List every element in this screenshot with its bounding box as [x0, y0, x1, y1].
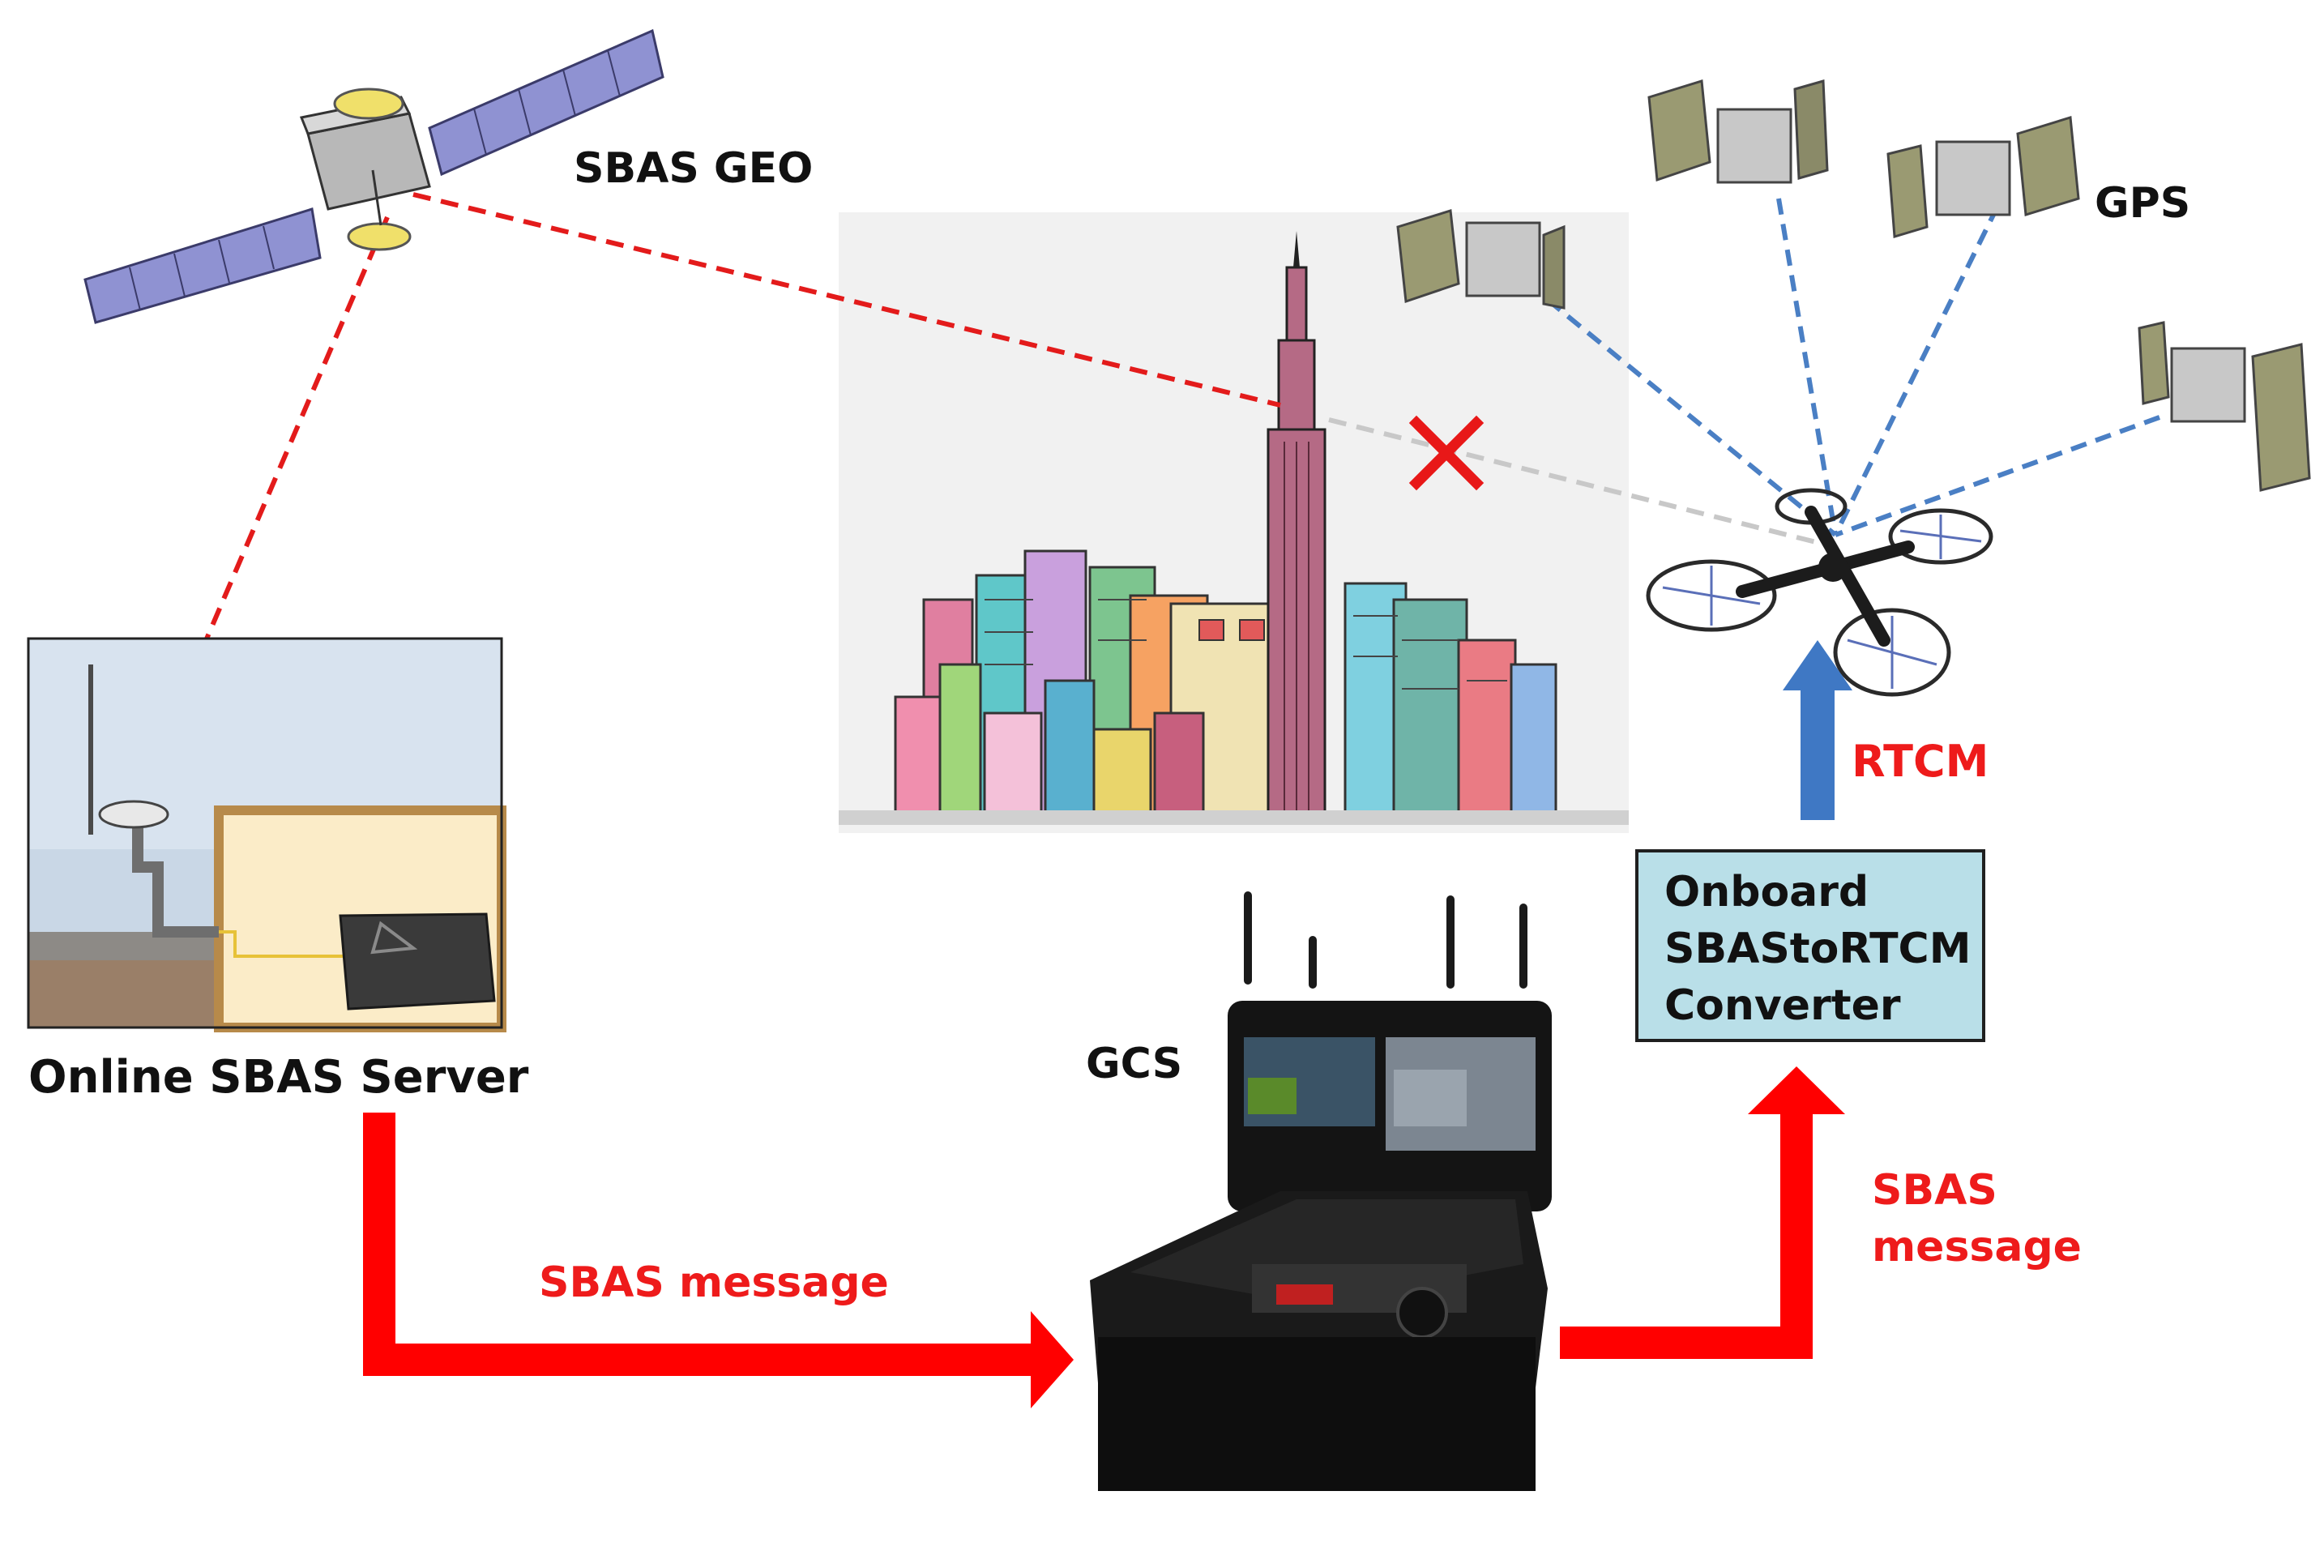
rtcm-label: RTCM [1852, 736, 1989, 787]
online-sbas-server-photo [27, 637, 506, 1032]
gps-satellite-icon-1 [1396, 209, 1566, 310]
converter-label-line3: Converter [1664, 981, 1901, 1030]
gps-satellite-icon-3 [1886, 116, 2080, 238]
onboard-converter-box: Onboard SBAStoRTCM Converter [1635, 849, 1985, 1042]
gps-satellite-icon-2 [1647, 79, 1829, 184]
city-skyline-illustration [839, 212, 1629, 833]
gcs-label: GCS [1086, 1040, 1182, 1088]
blocked-signal-x-icon [1408, 415, 1485, 491]
converter-label-line1: Onboard [1664, 868, 1869, 916]
sbas-geo-label: SBAS GEO [574, 144, 813, 193]
sbas-message-bottom-label: SBAS message [539, 1258, 889, 1307]
sbas-message-arrow-gcs-to-converter [1560, 1066, 1845, 1359]
sbas-geo-satellite-icon [83, 28, 664, 324]
gcs-station-icon [1090, 891, 1552, 1491]
gps-signal-links [1546, 198, 2161, 537]
drone-icon [1646, 488, 1993, 697]
geo-to-tower-link [412, 192, 1281, 408]
rtcm-up-arrow [1783, 640, 1852, 820]
gps-satellite-icon-4 [2138, 321, 2311, 492]
converter-label-line2: SBAStoRTCM [1664, 925, 1972, 973]
sbas-message-right-label-line2: message [1872, 1223, 2082, 1271]
gps-label: GPS [2095, 179, 2190, 228]
sbas-message-arrow-server-to-gcs [363, 1113, 1074, 1408]
online-sbas-server-label: Online SBAS Server [28, 1051, 529, 1104]
sbas-message-right-label-line1: SBAS [1872, 1166, 1997, 1215]
